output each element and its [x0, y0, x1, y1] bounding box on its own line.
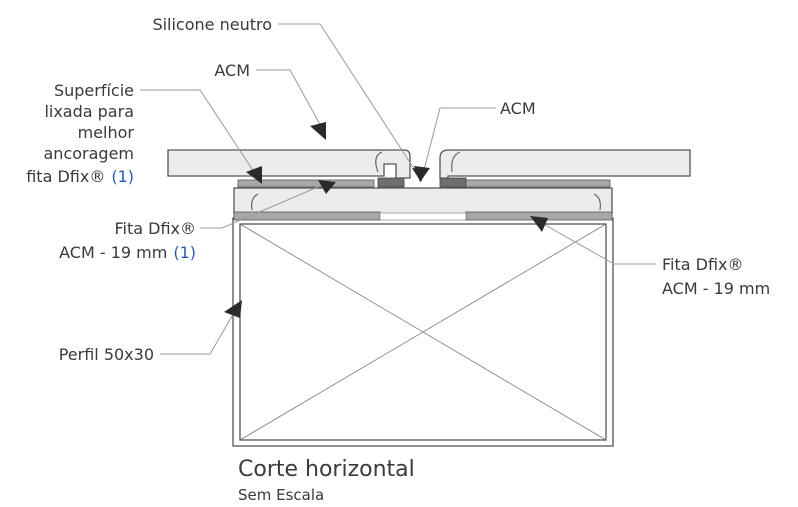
upper-acm-left: [167, 149, 411, 179]
label-superficie-ref: (1): [111, 167, 134, 186]
caption-subtitle: Sem Escala: [238, 486, 324, 504]
lower-acm-panel: [233, 187, 613, 221]
arrow-fita-left-icon: [318, 180, 336, 194]
label-superficie-line4: ancoragem: [44, 144, 135, 163]
middle-tape: [237, 177, 611, 188]
label-silicone: Silicone neutro: [152, 15, 272, 34]
label-superficie-line2: lixada para: [44, 102, 134, 121]
label-fita-right: Fita Dfix® ACM - 19 mm: [662, 255, 770, 298]
label-fita-left-line2: ACM - 19 mm (1): [59, 243, 196, 262]
arrow-acm-top-icon: [310, 122, 326, 140]
arrow-superficie-icon: [246, 166, 262, 184]
label-superficie: Superfície lixada para melhor ancoragem …: [26, 81, 134, 186]
upper-acm-right: [439, 149, 691, 179]
arrow-fita-right-icon: [530, 216, 548, 232]
label-acm-top: ACM: [214, 61, 250, 80]
caption-title: Corte horizontal: [238, 457, 415, 482]
label-perfil: Perfil 50x30: [59, 345, 154, 364]
label-fita-left-ref: (1): [173, 243, 196, 262]
label-superficie-line5-text: fita Dfix®: [26, 167, 105, 186]
arrow-perfil-icon: [224, 300, 242, 318]
label-fita-left-line2-text: ACM - 19 mm: [59, 243, 167, 262]
label-superficie-line5: fita Dfix® (1): [26, 167, 134, 186]
label-superficie-line1: Superfície: [54, 81, 134, 100]
arrowheads: [224, 122, 548, 318]
label-fita-right-line2: ACM - 19 mm: [662, 279, 770, 298]
label-superficie-line3: melhor: [78, 123, 135, 142]
label-fita-left: Fita Dfix® ACM - 19 mm (1): [59, 219, 196, 262]
label-fita-right-line1: Fita Dfix®: [662, 255, 744, 274]
label-acm-right: ACM: [500, 99, 536, 118]
leader-lines: [140, 23, 656, 355]
profile-box: [232, 217, 614, 447]
label-fita-left-line1: Fita Dfix®: [114, 219, 196, 238]
arrow-acm-right-icon: [414, 166, 430, 182]
